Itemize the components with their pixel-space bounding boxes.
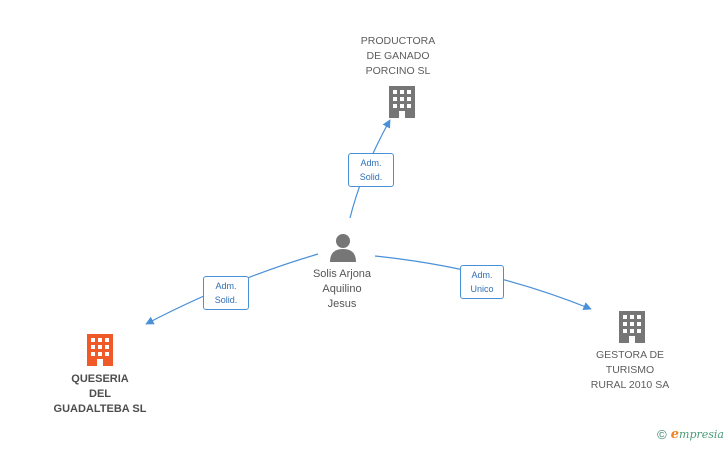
edge-label-to-queseria[interactable]: Adm. Solid. <box>203 276 249 310</box>
gestora-building-icon[interactable] <box>616 309 648 345</box>
productora-building-icon[interactable] <box>386 84 418 120</box>
copyright-symbol: © <box>657 427 667 442</box>
person-label[interactable]: Solis Arjona Aquilino Jesus <box>312 268 372 310</box>
footer-branding: © empresia <box>657 427 724 442</box>
edge-label-to-gestora[interactable]: Adm. Unico <box>460 265 504 299</box>
productora-label[interactable]: PRODUCTORA DE GANADO PORCINO SL <box>360 35 436 77</box>
empresia-logo[interactable]: empresia <box>670 427 724 442</box>
edge-label-to-productora[interactable]: Adm. Solid. <box>348 153 394 187</box>
queseria-label[interactable]: QUESERIA DEL GUADALTEBA SL <box>53 373 147 415</box>
person-icon[interactable] <box>328 232 358 262</box>
queseria-building-icon[interactable] <box>84 332 116 368</box>
gestora-label[interactable]: GESTORA DE TURISMO RURAL 2010 SA <box>590 349 670 391</box>
